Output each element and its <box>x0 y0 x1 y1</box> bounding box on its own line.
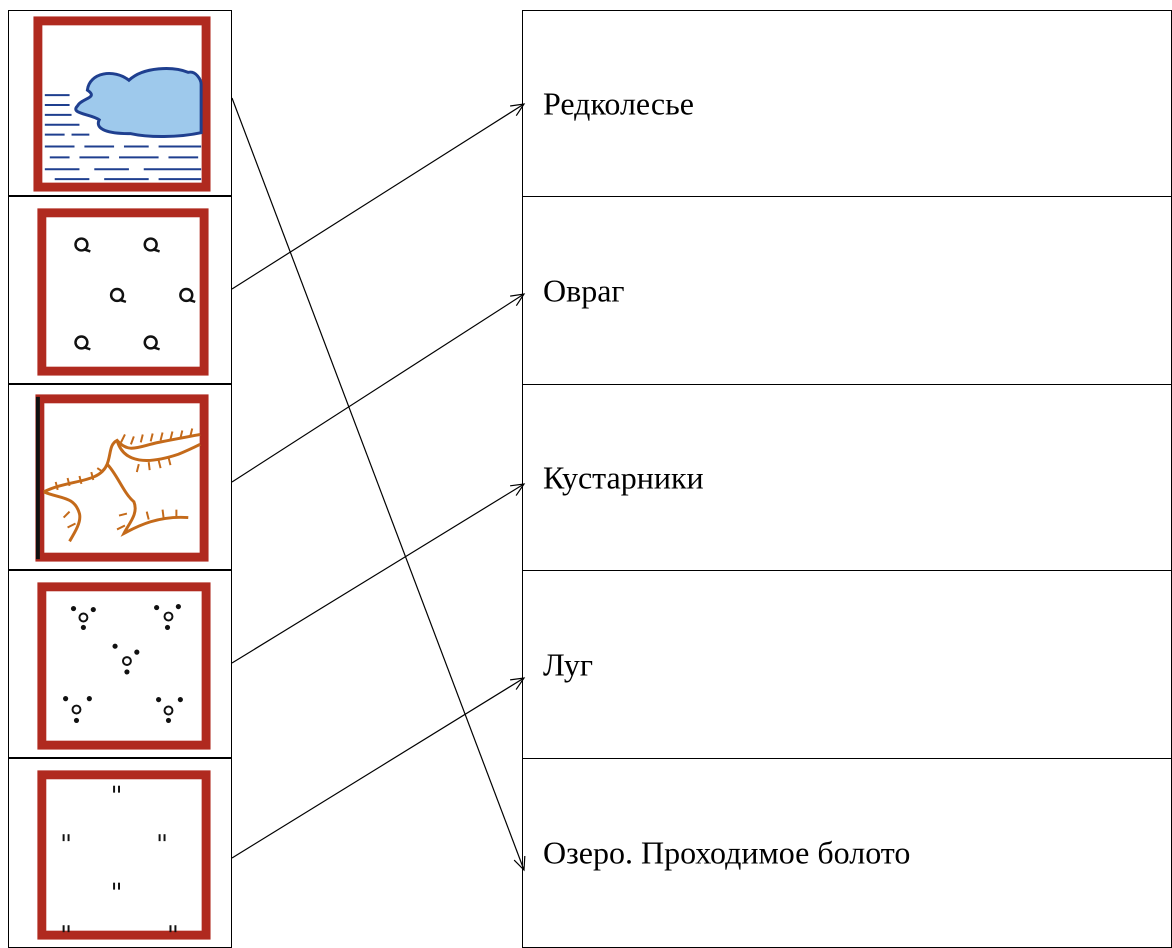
label-text: Кустарники <box>543 459 704 496</box>
sparse-forest-icon <box>37 208 209 376</box>
symbol-cell-sparse-forest <box>8 196 232 384</box>
label-text: Овраг <box>543 272 625 309</box>
label-cell-lake-swamp: Озеро. Проходимое болото <box>522 758 1172 948</box>
lake-swamp-icon <box>33 16 211 192</box>
label-text: Луг <box>543 646 594 683</box>
label-cell-ravine: Овраг <box>522 196 1172 386</box>
label-cell-meadow: Луг <box>522 570 1172 760</box>
symbol-cell-ravine <box>8 384 232 570</box>
shrubs-icon <box>37 582 211 750</box>
connector-line-0 <box>231 97 525 871</box>
label-text: Редколесье <box>543 85 694 122</box>
ravine-icon <box>35 394 209 562</box>
label-text: Озеро. Проходимое болото <box>543 834 911 871</box>
connector-line-1 <box>231 103 525 290</box>
symbol-cell-meadow <box>8 758 232 948</box>
connector-line-4 <box>231 677 525 859</box>
connector-line-3 <box>231 483 525 664</box>
meadow-icon <box>37 770 211 940</box>
connector-line-2 <box>231 293 525 483</box>
label-cell-shrubs: Кустарники <box>522 384 1172 572</box>
label-cell-sparse-forest: Редколесье <box>522 10 1172 198</box>
symbol-cell-lake <box>8 10 232 196</box>
symbol-cell-shrubs <box>8 570 232 758</box>
